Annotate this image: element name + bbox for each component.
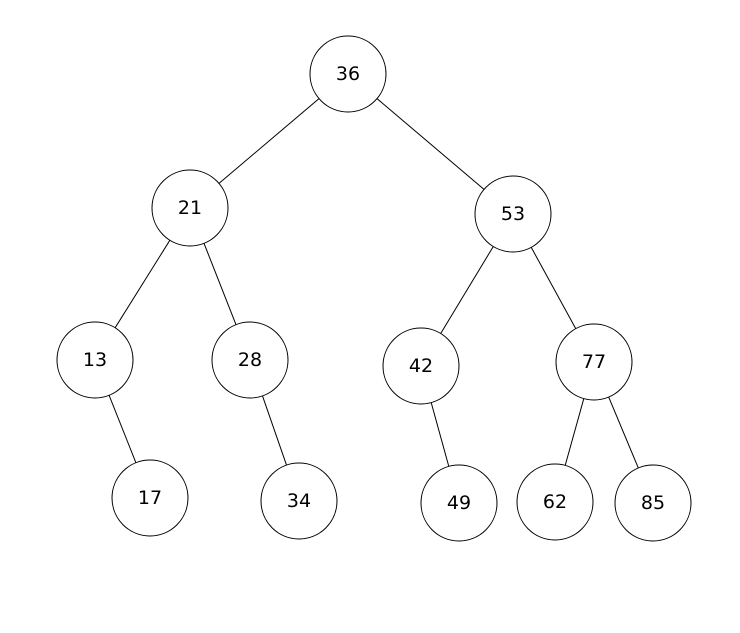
tree-edge — [114, 239, 171, 329]
tree-node-label: 13 — [83, 349, 107, 371]
tree-node-circle — [111, 459, 189, 537]
tree-node: 42 — [382, 327, 460, 405]
tree-node-label: 62 — [543, 491, 567, 513]
tree-edge — [262, 395, 287, 466]
tree-node-label: 36 — [336, 63, 360, 85]
tree-node-label: 34 — [287, 490, 311, 512]
tree-node: 17 — [111, 459, 189, 537]
tree-node: 85 — [614, 464, 692, 542]
tree-node: 53 — [474, 175, 552, 253]
tree-node: 77 — [555, 323, 633, 401]
tree-node-label: 53 — [501, 203, 525, 225]
tree-node-circle — [151, 169, 229, 247]
tree-node-circle — [309, 35, 387, 113]
tree-node-label: 17 — [138, 487, 162, 509]
tree-nodes: 36 21 53 13 28 42 77 17 34 49 62 85 — [56, 35, 692, 542]
tree-node-label: 85 — [641, 492, 665, 514]
tree-node: 62 — [516, 463, 594, 541]
tree-edge — [203, 243, 237, 325]
tree-node-circle — [211, 321, 289, 399]
tree-edge — [430, 402, 450, 467]
tree-node: 28 — [211, 321, 289, 399]
tree-node: 49 — [420, 464, 498, 542]
tree-node-label: 49 — [447, 492, 471, 514]
tree-node-label: 77 — [582, 351, 606, 373]
tree-edges — [108, 98, 639, 469]
tree-node: 13 — [56, 321, 134, 399]
tree-edge — [376, 98, 485, 190]
tree-node-circle — [420, 464, 498, 542]
tree-node-label: 42 — [409, 355, 433, 377]
tree-node: 36 — [309, 35, 387, 113]
tree-node-label: 21 — [178, 197, 202, 219]
tree-edge — [218, 98, 320, 184]
tree-edge — [564, 398, 585, 466]
tree-edge — [440, 246, 494, 334]
tree-edge — [530, 247, 577, 329]
tree-node-circle — [516, 463, 594, 541]
tree-edge — [608, 396, 639, 469]
tree-node-circle — [614, 464, 692, 542]
tree-node-circle — [555, 323, 633, 401]
tree-node-label: 28 — [238, 349, 262, 371]
tree-node-circle — [474, 175, 552, 253]
tree-node: 34 — [260, 462, 338, 540]
tree-node-circle — [260, 462, 338, 540]
tree-node-circle — [382, 327, 460, 405]
tree-node: 21 — [151, 169, 229, 247]
tree-node-circle — [56, 321, 134, 399]
tree-edge — [108, 395, 137, 463]
